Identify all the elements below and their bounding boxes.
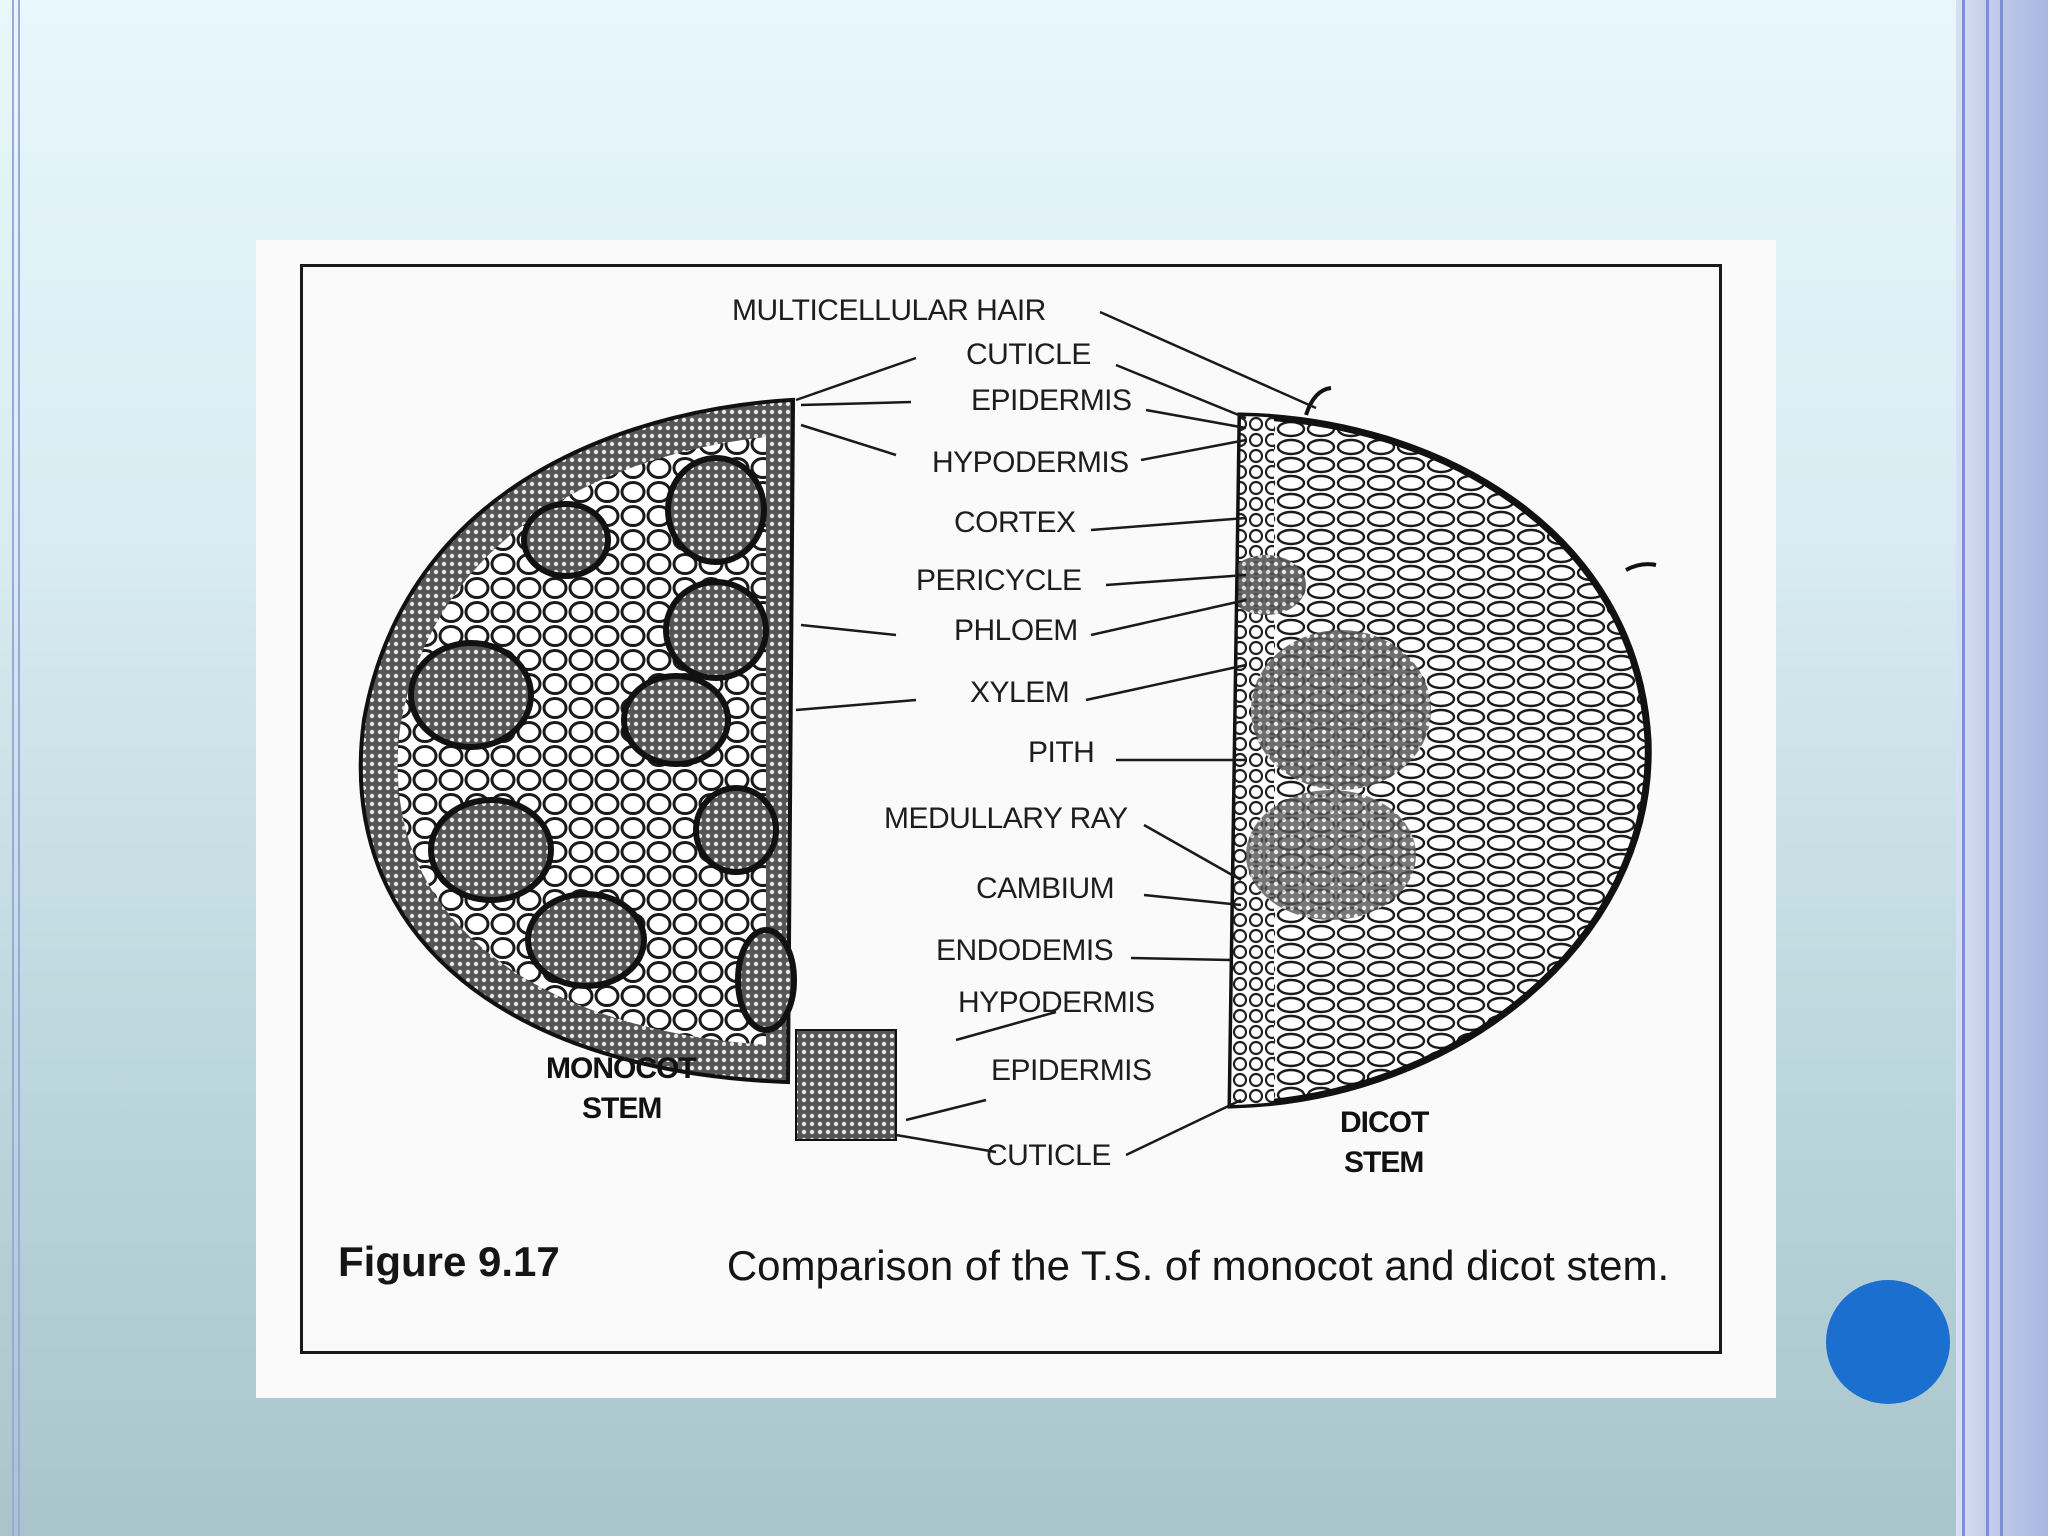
stem-cross-section-diagram: MULTICELLULAR HAIR CUTICLE EPIDERMIS HYP…: [358, 294, 1657, 1179]
figure-frame: [300, 264, 1722, 1354]
leader-lines: [795, 310, 1317, 1157]
right-border-line: [1962, 0, 1965, 1536]
right-border-line: [2000, 0, 2003, 1536]
slide-nav-dot[interactable]: [1826, 1280, 1950, 1404]
figure-caption-text: Comparison of the T.S. of monocot and di…: [726, 1242, 1670, 1289]
label-epidermis-bottom: EPIDERMIS: [991, 1054, 1152, 1087]
label-hypodermis-top: HYPODERMIS: [932, 446, 1129, 479]
epidermis-detail-inset: [795, 1029, 897, 1141]
right-border-line: [1986, 0, 1989, 1536]
label-dicot-stem: STEM: [1344, 1146, 1423, 1179]
label-monocot: MONOCOT: [546, 1052, 696, 1085]
label-endodermis: ENDODEMIS: [936, 934, 1113, 967]
label-xylem: XYLEM: [970, 676, 1069, 709]
slide-left-border: [12, 0, 20, 1536]
label-cortex: CORTEX: [954, 506, 1076, 539]
label-medullary-ray: MEDULLARY RAY: [884, 802, 1128, 835]
figure-number: Figure 9.17: [338, 1238, 560, 1285]
slide-right-border: [1956, 0, 2048, 1536]
vascular-bundles: [408, 455, 797, 1033]
monocot-stem-half: [358, 397, 897, 1141]
label-cambium: CAMBIUM: [976, 872, 1114, 905]
multicellular-hair-top: [1304, 386, 1332, 416]
label-cuticle-bottom: CUTICLE: [986, 1139, 1111, 1172]
multicellular-hair-side: [1625, 562, 1657, 572]
label-phloem: PHLOEM: [954, 614, 1078, 647]
label-cuticle-top: CUTICLE: [966, 338, 1091, 371]
label-dicot: DICOT: [1340, 1106, 1429, 1139]
dicot-stem-half: [1227, 386, 1657, 1109]
label-pericycle: PERICYCLE: [916, 564, 1082, 597]
figure-image: MULTICELLULAR HAIR CUTICLE EPIDERMIS HYP…: [256, 240, 1776, 1398]
label-epidermis-top: EPIDERMIS: [971, 384, 1132, 417]
label-hypodermis-bottom: HYPODERMIS: [958, 986, 1155, 1019]
label-monocot-stem: STEM: [582, 1092, 661, 1125]
part-labels: MULTICELLULAR HAIR CUTICLE EPIDERMIS HYP…: [546, 294, 1430, 1179]
label-pith: PITH: [1028, 736, 1094, 769]
label-multicellular-hair: MULTICELLULAR HAIR: [732, 294, 1046, 327]
